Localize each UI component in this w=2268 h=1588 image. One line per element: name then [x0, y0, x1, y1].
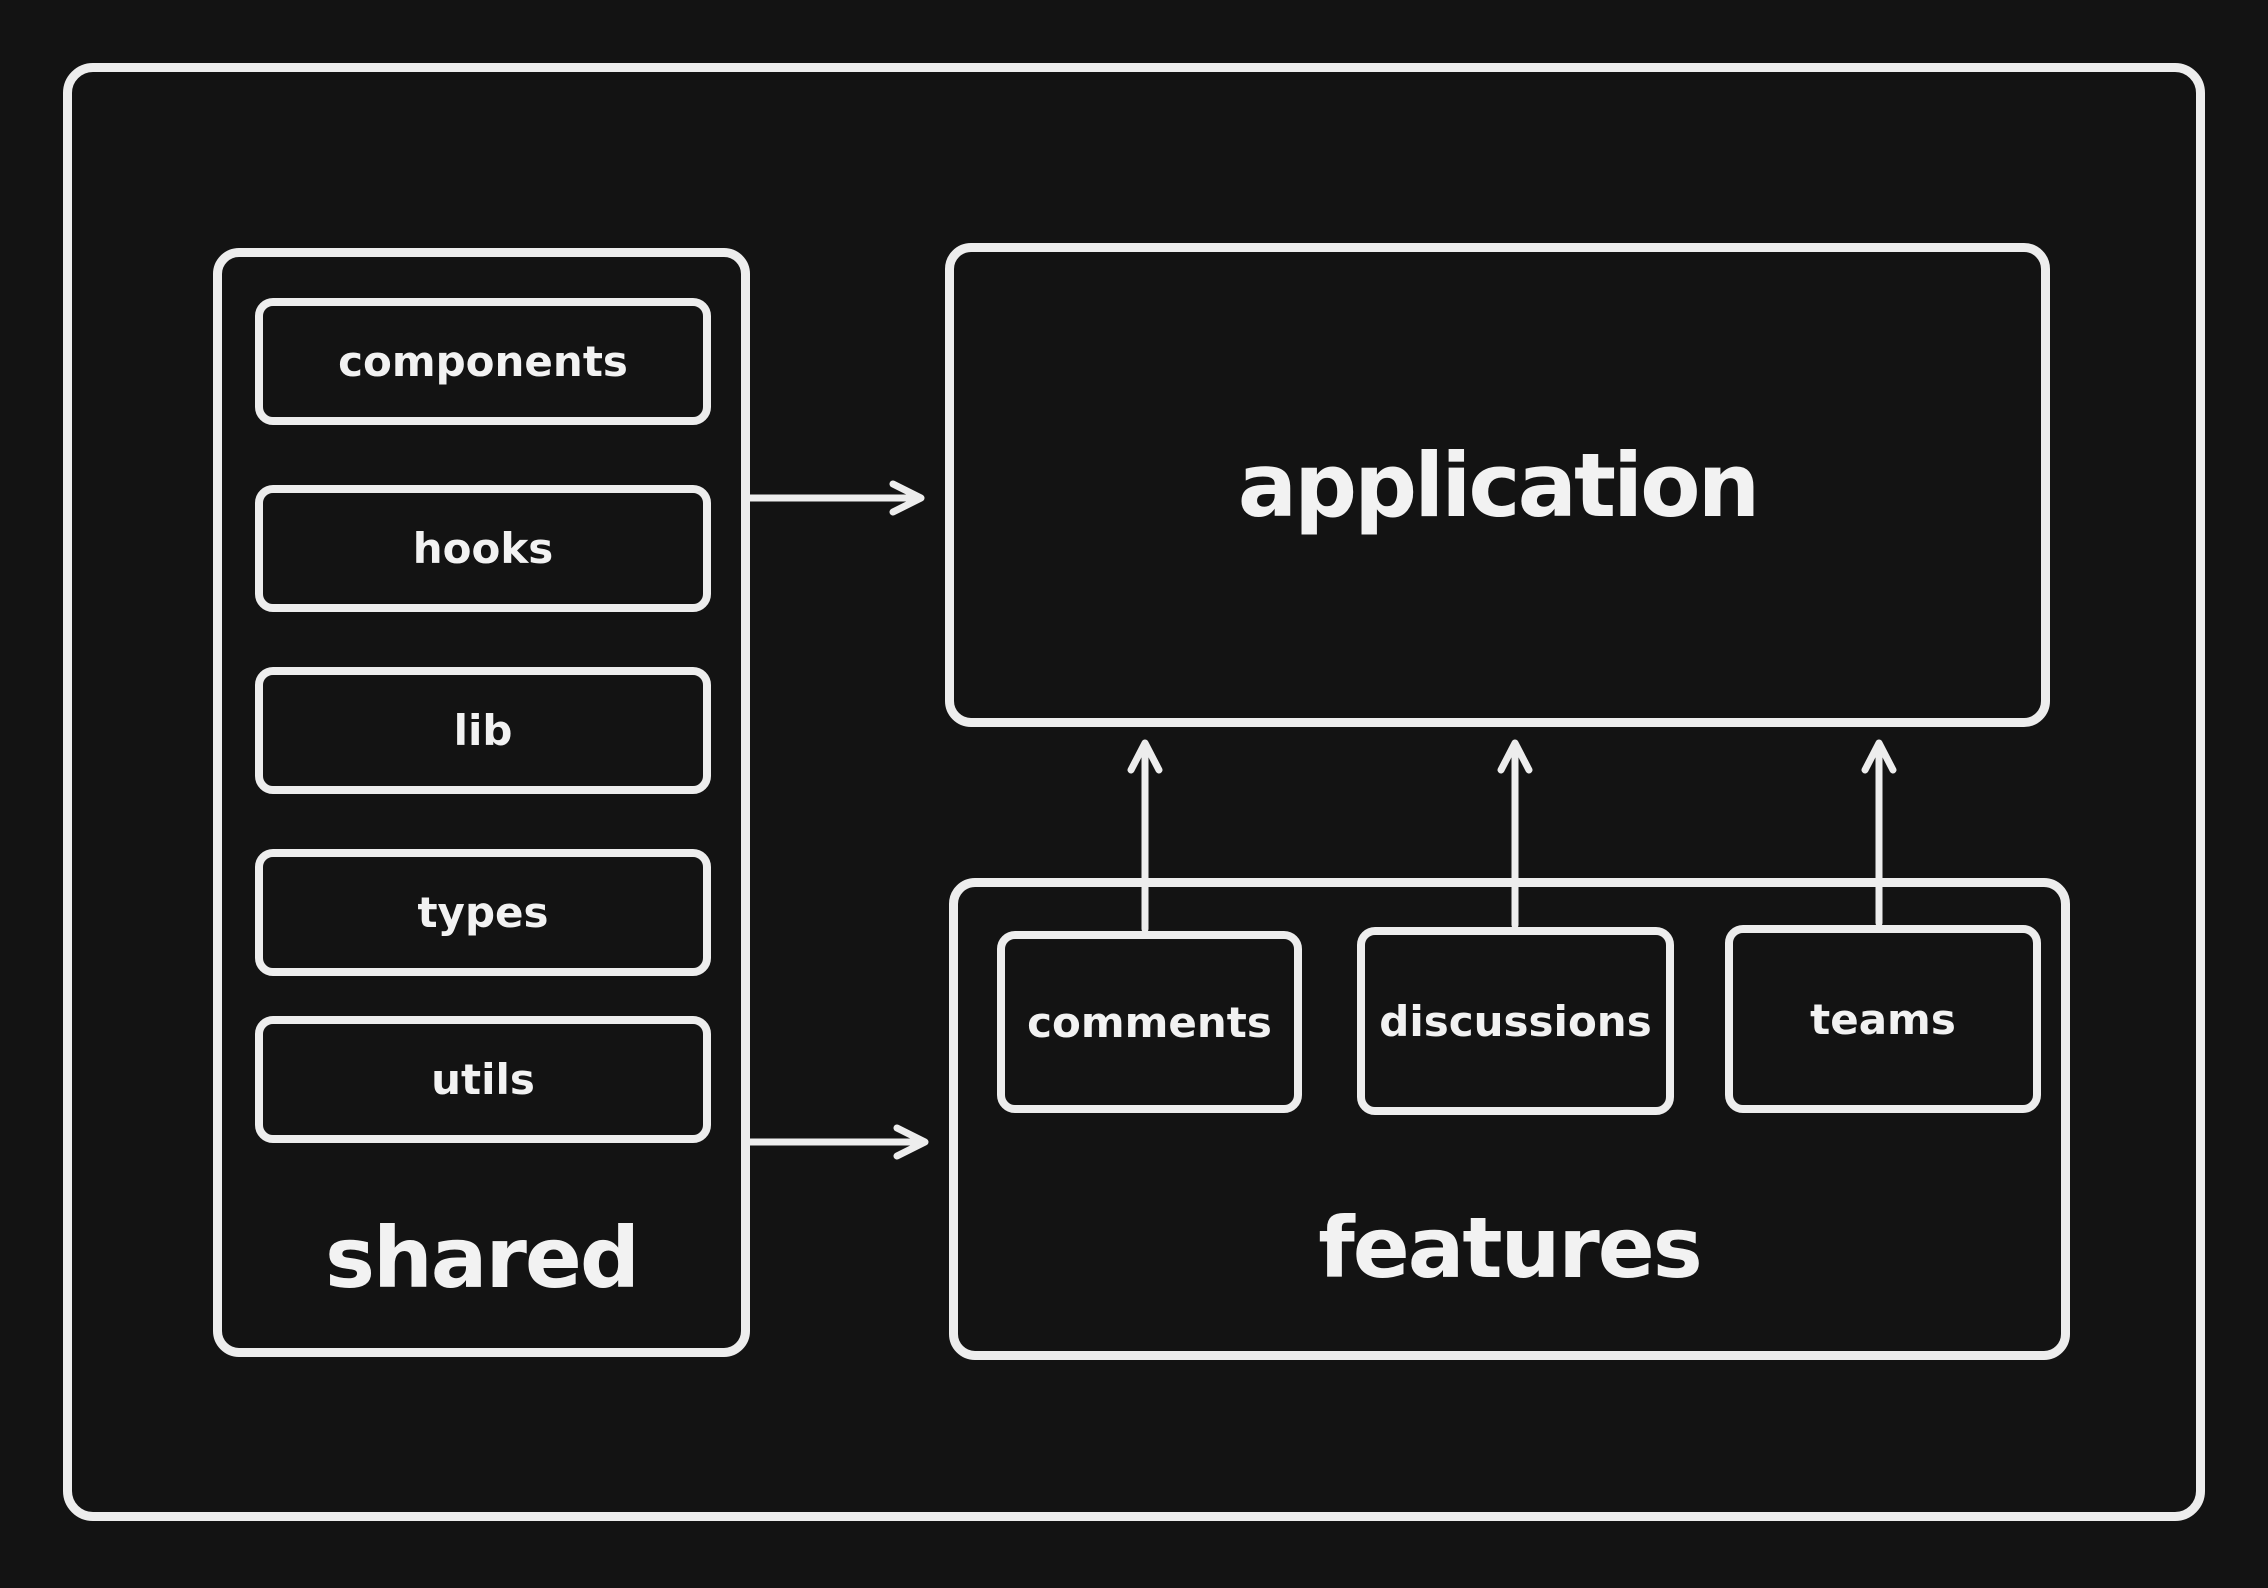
module-label-utils: utils [431, 1055, 535, 1104]
outer-border [63, 63, 2205, 1521]
feature-label-comments: comments [1027, 997, 1272, 1047]
module-box-components: components [255, 298, 711, 425]
shared-container: components hooks lib types utils shared [213, 248, 750, 1357]
features-label: features [1318, 1199, 1703, 1297]
module-label-hooks: hooks [412, 524, 554, 573]
module-box-lib: lib [255, 667, 711, 794]
features-container: comments discussions teams features [949, 878, 2070, 1360]
application-box: application [945, 243, 2050, 727]
module-label-types: types [417, 888, 549, 937]
application-label: application [1237, 433, 1761, 537]
module-box-utils: utils [255, 1016, 711, 1143]
feature-label-discussions: discussions [1379, 996, 1652, 1046]
feature-box-discussions: discussions [1357, 927, 1674, 1115]
module-label-components: components [338, 337, 628, 386]
feature-label-teams: teams [1810, 994, 1956, 1044]
feature-box-comments: comments [997, 931, 1302, 1113]
module-label-lib: lib [453, 706, 513, 755]
module-box-types: types [255, 849, 711, 976]
feature-box-teams: teams [1725, 925, 2041, 1113]
shared-label: shared [324, 1209, 640, 1307]
module-box-hooks: hooks [255, 485, 711, 612]
